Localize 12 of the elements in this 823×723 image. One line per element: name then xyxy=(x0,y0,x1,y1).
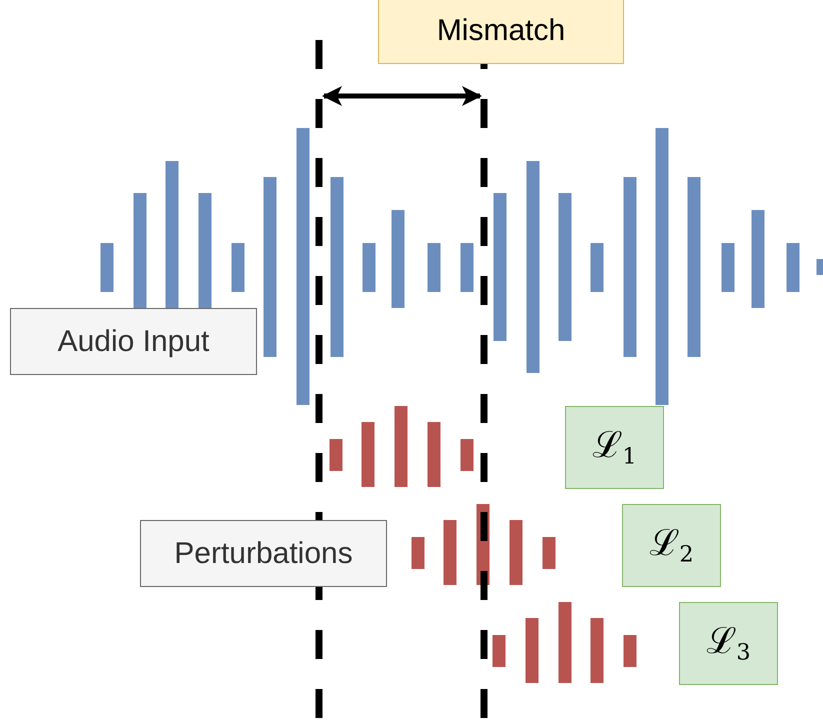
loss-symbol: ℒ$_{1}$ xyxy=(592,426,637,470)
box-label: Mismatch xyxy=(436,14,566,46)
loss-box xyxy=(622,504,721,587)
loss-symbol: ℒ$_{3}$ xyxy=(706,622,751,666)
loss-symbol: ℒ$_{2}$ xyxy=(649,524,694,568)
loss-box xyxy=(679,602,778,685)
note-box xyxy=(378,0,624,64)
box-label: Audio Input xyxy=(58,325,210,358)
box-label: Perturbations xyxy=(174,537,353,570)
label-box xyxy=(10,308,257,375)
label-box xyxy=(140,520,387,587)
loss-box xyxy=(565,406,664,489)
